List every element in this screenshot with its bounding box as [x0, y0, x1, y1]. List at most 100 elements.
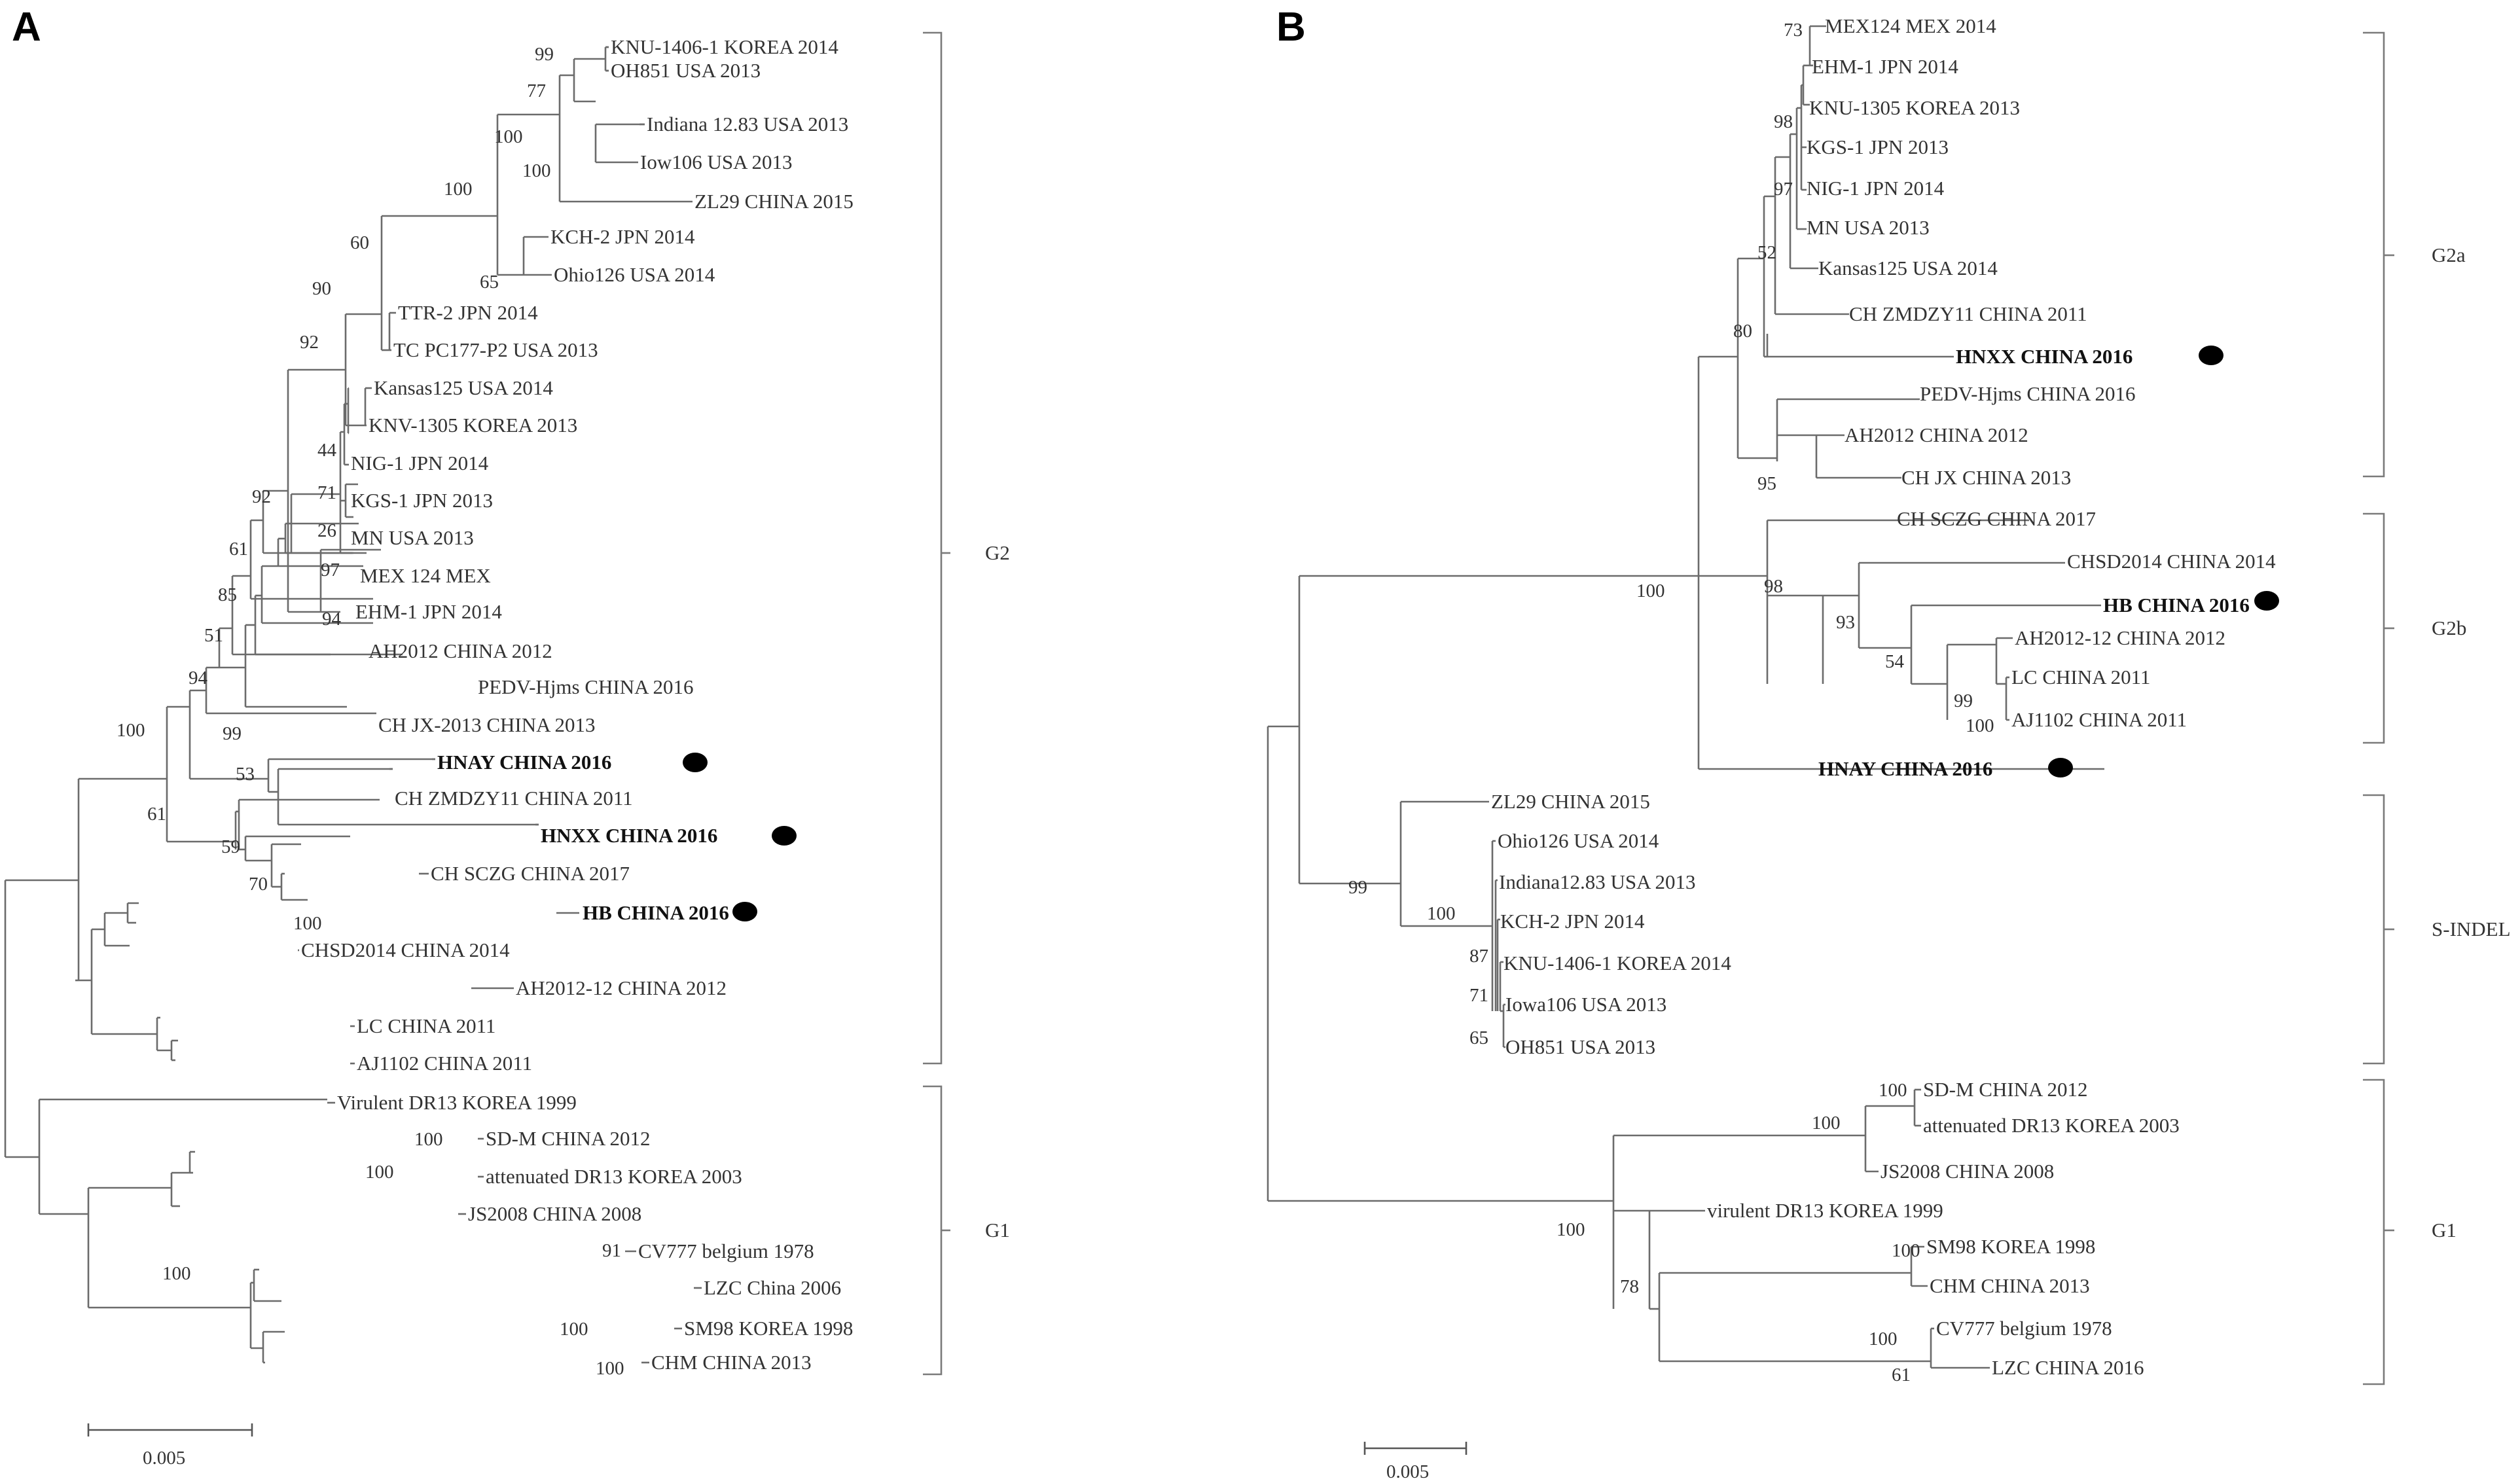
leaf-label: Virulent DR13 KOREA 1999 — [337, 1091, 577, 1114]
leaf-label: CH ZMDZY11 CHINA 2011 — [1849, 302, 2087, 325]
highlight-dot-icon — [2199, 346, 2223, 365]
bootstrap-value: 53 — [236, 764, 255, 785]
leaf-label-highlighted: HNXX CHINA 2016 — [541, 824, 717, 847]
bootstrap-value: 100 — [414, 1129, 443, 1150]
leaf-label: virulent DR13 KOREA 1999 — [1707, 1199, 1943, 1222]
bootstrap-value: 60 — [350, 232, 369, 253]
leaf-label: EHM-1 JPN 2014 — [1812, 55, 1958, 78]
leaf-label: CV777 belgium 1978 — [1936, 1317, 2112, 1340]
bootstrap-value: 99 — [223, 723, 242, 744]
leaf-label: attenuated DR13 KOREA 2003 — [1923, 1114, 2180, 1137]
bootstrap-value: 100 — [522, 160, 551, 181]
panel-b-leaf-labels: MEX124 MEX 2014 EHM-1 JPN 2014 KNU-1305 … — [1491, 14, 2276, 1379]
leaf-label: LC CHINA 2011 — [357, 1014, 495, 1037]
bootstrap-value: 100 — [162, 1263, 191, 1284]
bootstrap-value: 100 — [293, 913, 322, 934]
highlight-dot-icon — [2254, 591, 2279, 611]
bootstrap-value: 85 — [218, 584, 237, 605]
leaf-label: MEX 124 MEX — [360, 564, 491, 587]
bootstrap-value: 99 — [1348, 877, 1367, 898]
leaf-label: AH2012-12 CHINA 2012 — [2015, 626, 2225, 649]
leaf-label: JS2008 CHINA 2008 — [1881, 1160, 2054, 1183]
group-label-g2a: G2a — [2432, 243, 2466, 266]
highlight-dot-icon — [732, 902, 757, 921]
bootstrap-value: 59 — [221, 836, 240, 857]
leaf-label: CH ZMDZY11 CHINA 2011 — [395, 787, 633, 810]
panel-a-leaf-labels: KNU-1406-1 KOREA 2014 OH851 USA 2013 Ind… — [301, 35, 854, 1374]
bootstrap-value: 92 — [300, 332, 319, 353]
leaf-label: KCH-2 JPN 2014 — [1500, 910, 1645, 933]
bootstrap-value: 54 — [1885, 651, 1905, 672]
bootstrap-value: 98 — [1774, 111, 1793, 132]
leaf-label: AJ1102 CHINA 2011 — [357, 1052, 532, 1075]
bootstrap-value: 51 — [204, 625, 223, 646]
bootstrap-value: 92 — [252, 486, 271, 507]
bootstrap-value: 61 — [1892, 1365, 1911, 1385]
panel-a-group-brackets: G2 G1 — [923, 31, 1010, 1376]
leaf-label: Indiana 12.83 USA 2013 — [647, 113, 848, 135]
bootstrap-value: 100 — [1636, 580, 1665, 601]
leaf-label: LZC China 2006 — [704, 1276, 841, 1299]
bootstrap-value: 100 — [1892, 1240, 1920, 1261]
bootstrap-value: 100 — [444, 179, 473, 200]
bootstrap-value: 97 — [1774, 179, 1793, 200]
leaf-label: ZL29 CHINA 2015 — [694, 190, 854, 213]
panel-a-support-values: 99 77 100 100 100 65 60 90 92 44 71 26 9… — [117, 44, 624, 1379]
leaf-label: CH JX CHINA 2013 — [1901, 466, 2071, 489]
panel-b: B — [1267, 5, 2511, 1481]
group-label-g1: G1 — [985, 1219, 1010, 1241]
bootstrap-value: 99 — [535, 44, 554, 65]
leaf-label: PEDV-Hjms CHINA 2016 — [1920, 382, 2136, 405]
leaf-label: OH851 USA 2013 — [1505, 1035, 1655, 1058]
bootstrap-value: 94 — [189, 668, 208, 688]
bootstrap-value: 97 — [321, 560, 340, 580]
leaf-label: TTR-2 JPN 2014 — [398, 301, 538, 324]
bootstrap-value: 78 — [1620, 1276, 1639, 1297]
leaf-label: Iow106 USA 2013 — [640, 151, 793, 173]
bootstrap-value: 71 — [317, 482, 336, 503]
leaf-label: Kansas125 USA 2014 — [374, 376, 553, 399]
leaf-label: attenuated DR13 KOREA 2003 — [486, 1165, 742, 1188]
group-label-g2: G2 — [985, 541, 1010, 564]
leaf-label: SM98 KOREA 1998 — [684, 1317, 853, 1340]
leaf-label: SD-M CHINA 2012 — [486, 1127, 650, 1150]
bootstrap-value: 98 — [1764, 576, 1783, 597]
panel-b-scale-bar: 0.005 — [1363, 1442, 1467, 1481]
bootstrap-value: 44 — [317, 440, 337, 461]
leaf-label-highlighted: HNXX CHINA 2016 — [1956, 345, 2133, 368]
panel-a-label: A — [12, 5, 41, 50]
leaf-label: LC CHINA 2011 — [2011, 666, 2150, 688]
bootstrap-value: 100 — [596, 1358, 624, 1379]
bootstrap-value: 100 — [494, 126, 523, 147]
leaf-label: Iowa106 USA 2013 — [1505, 993, 1666, 1016]
group-label-g2b: G2b — [2432, 616, 2466, 639]
leaf-label: CH SCZG CHINA 2017 — [1897, 507, 2096, 530]
leaf-label: Indiana12.83 USA 2013 — [1499, 870, 1696, 893]
bootstrap-value: 70 — [249, 874, 268, 895]
panel-a-leaf-tips — [298, 46, 702, 1364]
group-label-sindel: S-INDEL — [2432, 918, 2511, 940]
leaf-label: AJ1102 CHINA 2011 — [2011, 708, 2187, 731]
leaf-label: KNU-1305 KOREA 2013 — [1809, 96, 2020, 119]
leaf-label: KNU-1406-1 KOREA 2014 — [611, 35, 838, 58]
leaf-label: TC PC177-P2 USA 2013 — [393, 338, 598, 361]
panel-b-label: B — [1276, 5, 1306, 50]
leaf-label: NIG-1 JPN 2014 — [1807, 177, 1945, 200]
leaf-label: OH851 USA 2013 — [611, 59, 761, 82]
highlight-dot-icon — [683, 753, 708, 772]
leaf-label: CHM CHINA 2013 — [651, 1351, 812, 1374]
leaf-label: PEDV-Hjms CHINA 2016 — [478, 675, 694, 698]
leaf-label: AH2012 CHINA 2012 — [369, 639, 552, 662]
leaf-label: NIG-1 JPN 2014 — [351, 452, 489, 474]
leaf-label: MEX124 MEX 2014 — [1825, 14, 1996, 37]
leaf-label: CHSD2014 CHINA 2014 — [2067, 550, 2276, 573]
bootstrap-value: 99 — [1954, 690, 1973, 711]
leaf-label: KGS-1 JPN 2013 — [1807, 135, 1949, 158]
bootstrap-value: 65 — [480, 272, 499, 293]
scale-bar-label: 0.005 — [1386, 1461, 1429, 1481]
bootstrap-value: 94 — [322, 609, 342, 630]
bootstrap-value: 100 — [365, 1162, 394, 1183]
leaf-label: KGS-1 JPN 2013 — [351, 489, 493, 512]
leaf-label: KNV-1305 KOREA 2013 — [369, 414, 577, 437]
